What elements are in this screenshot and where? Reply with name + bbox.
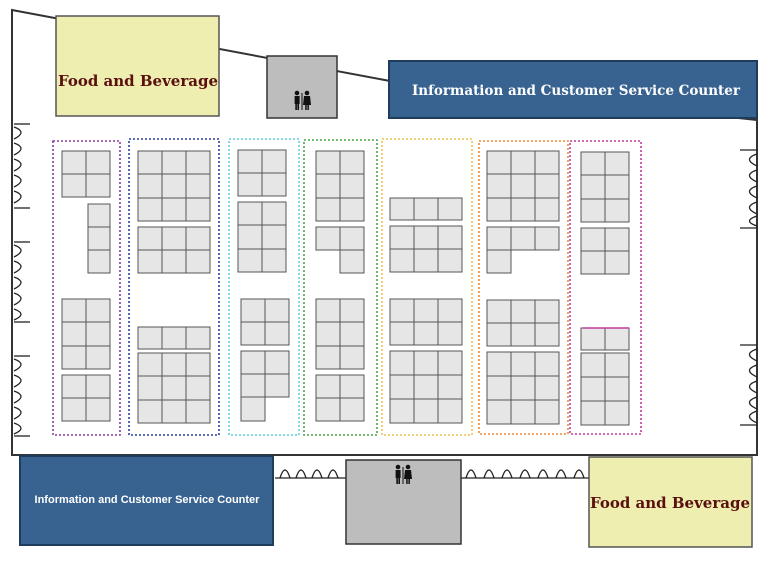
- restroom-icon: [294, 90, 311, 110]
- info-counter-bottom[interactable]: Information and Customer Service Counter: [19, 455, 274, 546]
- food-beverage-label-bottom: Food and Beverage: [590, 494, 750, 512]
- booths[interactable]: [61, 149, 630, 426]
- food-beverage-label-top: Food and Beverage: [58, 72, 218, 90]
- info-counter-label-bottom: Information and Customer Service Counter: [35, 494, 261, 506]
- entrance-left-2: [13, 241, 30, 323]
- zone-outlines: [52, 138, 642, 436]
- entrance-bottom-1: [275, 469, 347, 479]
- zone-6: [478, 140, 569, 435]
- entrance-door-icon[interactable]: [13, 123, 758, 479]
- zone-2: [128, 138, 220, 436]
- zone-4: [303, 139, 378, 436]
- food-beverage-area-bottom[interactable]: Food and Beverage: [588, 456, 753, 548]
- entrance-right-2: [740, 344, 758, 426]
- zone-3: [228, 138, 300, 436]
- info-counter-label-top: Information and Customer Service Counter: [412, 83, 741, 99]
- entrance-right-1: [740, 149, 758, 229]
- entrance-bottom-2: [461, 469, 590, 479]
- restroom-bottom[interactable]: [345, 459, 462, 545]
- entrance-left-1: [13, 123, 30, 209]
- restroom-icon: [395, 464, 412, 484]
- info-counter-top[interactable]: Information and Customer Service Counter: [388, 60, 758, 119]
- zone-1: [52, 140, 121, 436]
- food-beverage-area-top[interactable]: Food and Beverage: [55, 15, 220, 117]
- zone-7: [569, 140, 642, 435]
- restroom-top[interactable]: [266, 55, 338, 119]
- entrance-left-3: [13, 355, 30, 437]
- zone-5: [381, 138, 473, 436]
